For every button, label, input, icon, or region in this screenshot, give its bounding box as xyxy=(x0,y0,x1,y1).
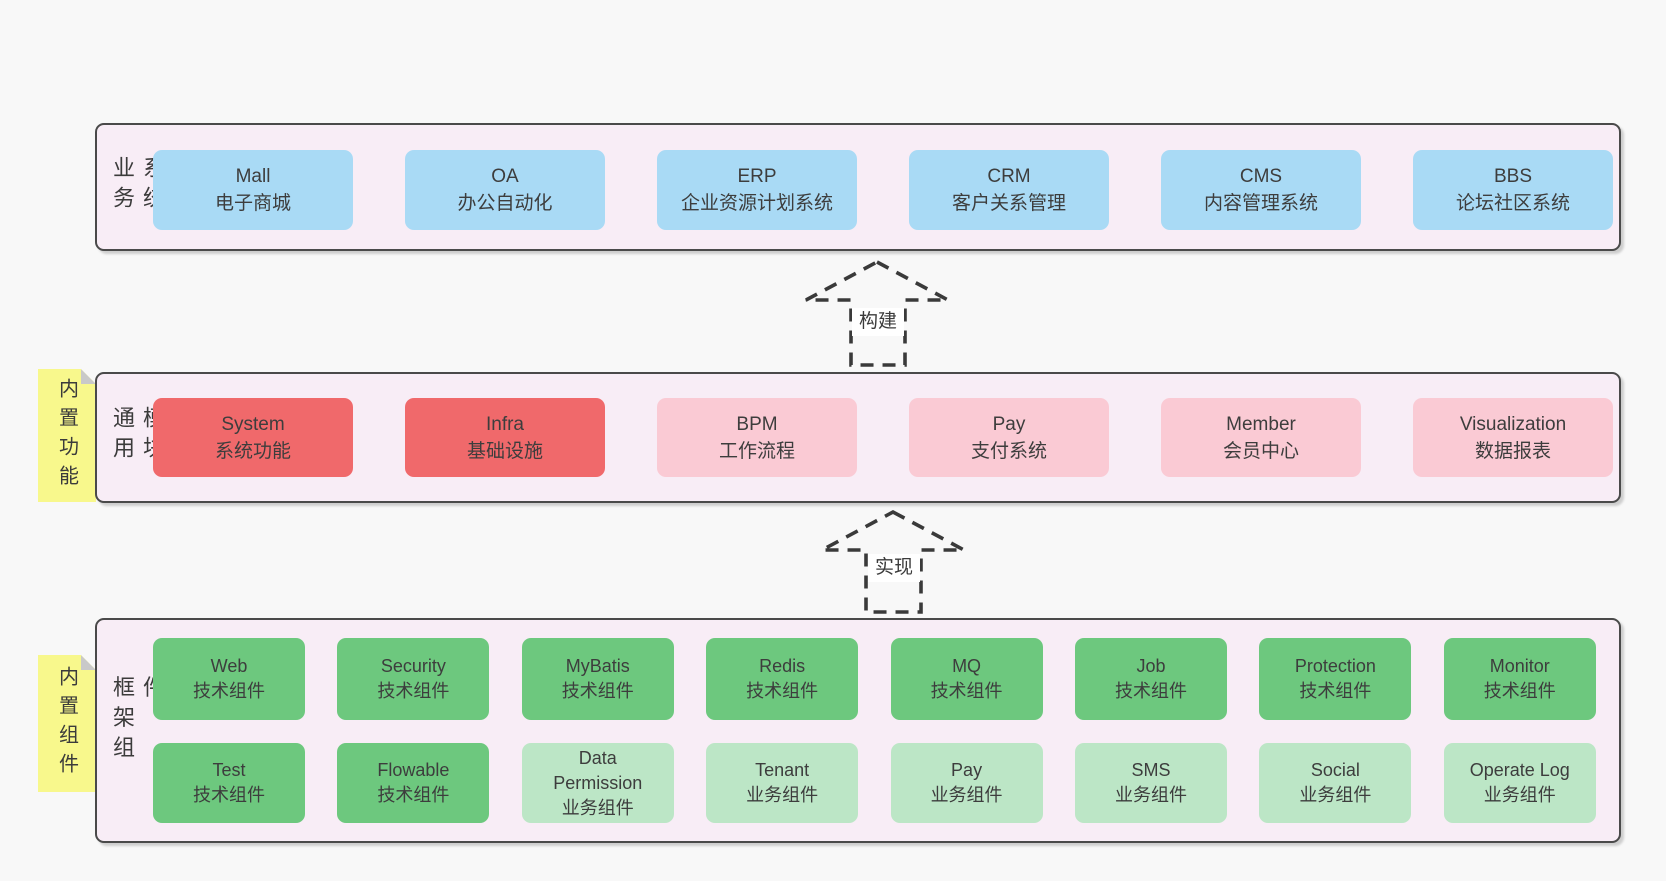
box-infra: Infra 基础设施 xyxy=(405,398,605,477)
framework-components-layer: 框架组件 Web 技术组件 Security 技术组件 MyBatis 技术组件… xyxy=(95,618,1621,843)
box-subtitle: 技术组件 xyxy=(930,681,1003,701)
box-oa: OA 办公自动化 xyxy=(405,150,605,230)
box-title: Pay xyxy=(992,413,1026,435)
box-title: ERP xyxy=(737,166,777,187)
box-subtitle: 论坛社区系统 xyxy=(1455,193,1570,214)
box-title: Operate Log xyxy=(1469,760,1570,780)
box-subtitle: 工作流程 xyxy=(718,440,795,462)
box-pay: Pay 支付系统 xyxy=(909,398,1109,477)
box-title: BBS xyxy=(1493,166,1533,187)
box-test: Test 技术组件 xyxy=(153,743,305,823)
box-title: SMS xyxy=(1131,760,1171,780)
box-subtitle: 业务组件 xyxy=(1299,785,1372,805)
box-monitor: Monitor 技术组件 xyxy=(1443,638,1596,720)
box-bpm: BPM 工作流程 xyxy=(657,398,857,477)
box-job: Job 技术组件 xyxy=(1074,638,1227,720)
implement-arrow-label: 实现 xyxy=(868,554,920,582)
box-web: Web 技术组件 xyxy=(153,638,305,720)
box-title: System xyxy=(221,413,285,435)
box-redis: Redis 技术组件 xyxy=(706,638,859,720)
box-title: Flowable xyxy=(377,760,450,780)
common-modules-layer: 通用模块 System 系统功能 Infra 基础设施 BPM 工作流程 Pay… xyxy=(95,372,1621,503)
builtin-components-note: 内置组件 xyxy=(38,655,96,792)
box-member: Member 会员中心 xyxy=(1161,398,1361,477)
folded-corner-icon xyxy=(81,369,96,384)
box-subtitle: 企业资源计划系统 xyxy=(680,193,833,214)
box-subtitle: 内容管理系统 xyxy=(1203,193,1318,214)
box-erp: ERP 企业资源计划系统 xyxy=(657,150,857,230)
box-subtitle: 客户关系管理 xyxy=(951,193,1066,214)
box-subtitle: 业务组件 xyxy=(561,797,634,818)
box-title: OA xyxy=(491,166,519,187)
box-title: Social xyxy=(1310,760,1360,780)
box-subtitle: 技术组件 xyxy=(377,785,450,805)
box-subtitle: 会员中心 xyxy=(1222,440,1299,462)
box-subtitle: 技术组件 xyxy=(193,785,265,805)
box-title: Monitor xyxy=(1489,656,1550,676)
box-protection: Protection 技术组件 xyxy=(1259,638,1412,720)
box-title: Infra xyxy=(485,413,525,435)
box-subtitle: 数据报表 xyxy=(1474,440,1551,462)
box-bbs: BBS 论坛社区系统 xyxy=(1413,150,1613,230)
business-systems-layer: 业务系统 Mall 电子商城 OA 办公自动化 ERP 企业资源计划系统 CRM… xyxy=(95,123,1621,251)
box-title: Protection xyxy=(1294,656,1376,676)
box-mq: MQ 技术组件 xyxy=(890,638,1043,720)
box-subtitle: 业务组件 xyxy=(930,785,1003,805)
box-mybatis: MyBatis 技术组件 xyxy=(521,638,674,720)
box-subtitle: 技术组件 xyxy=(193,681,265,701)
box-title: Member xyxy=(1226,413,1296,435)
box-social: Social 业务组件 xyxy=(1259,743,1412,823)
box-title: Redis xyxy=(759,656,806,676)
box-system: System 系统功能 xyxy=(153,398,353,477)
box-subtitle: 电子商城 xyxy=(214,193,291,214)
box-sms: SMS 业务组件 xyxy=(1074,743,1227,823)
box-subtitle: 技术组件 xyxy=(377,681,450,701)
box-subtitle: 业务组件 xyxy=(746,785,819,805)
box-subtitle: 技术组件 xyxy=(746,681,819,701)
box-flowable: Flowable 技术组件 xyxy=(337,743,490,823)
box-title: Security xyxy=(380,656,446,676)
box-subtitle: 支付系统 xyxy=(970,440,1047,462)
box-title: Mall xyxy=(235,166,271,187)
box-title: Visualization xyxy=(1459,413,1567,435)
box-visualization: Visualization 数据报表 xyxy=(1413,398,1613,477)
box-subtitle: 基础设施 xyxy=(466,440,543,462)
box-pay-component: Pay 业务组件 xyxy=(890,743,1043,823)
builtin-functions-note: 内置功能 xyxy=(38,369,96,502)
box-title: Web xyxy=(210,656,248,676)
box-cms: CMS 内容管理系统 xyxy=(1161,150,1361,230)
box-data-permission: Data Permission 业务组件 xyxy=(521,743,674,823)
box-mall: Mall 电子商城 xyxy=(153,150,353,230)
build-arrow-label: 构建 xyxy=(852,308,904,336)
box-operate-log: Operate Log 业务组件 xyxy=(1443,743,1596,823)
box-title: CRM xyxy=(987,166,1031,187)
box-subtitle: 技术组件 xyxy=(1299,681,1372,701)
box-subtitle: 办公自动化 xyxy=(457,193,553,214)
box-subtitle: 业务组件 xyxy=(1114,785,1187,805)
box-title: MyBatis xyxy=(565,656,630,676)
note-label: 内置功能 xyxy=(55,377,78,494)
box-subtitle: 业务组件 xyxy=(1483,785,1556,805)
box-title: CMS xyxy=(1239,166,1283,187)
box-title: Tenant xyxy=(755,760,810,780)
implement-arrow-icon xyxy=(821,509,965,614)
box-subtitle: 技术组件 xyxy=(561,681,634,701)
box-subtitle: 技术组件 xyxy=(1483,681,1556,701)
box-title: BPM xyxy=(736,413,778,435)
folded-corner-icon xyxy=(81,655,96,670)
note-label: 内置组件 xyxy=(55,665,78,782)
box-subtitle: 系统功能 xyxy=(214,440,291,462)
box-title: Data Permission xyxy=(553,747,643,793)
box-title: Pay xyxy=(951,760,983,780)
box-subtitle: 技术组件 xyxy=(1114,681,1187,701)
box-title: MQ xyxy=(952,656,982,676)
box-tenant: Tenant 业务组件 xyxy=(706,743,859,823)
box-title: Test xyxy=(212,760,246,780)
box-security: Security 技术组件 xyxy=(337,638,490,720)
box-title: Job xyxy=(1136,656,1166,676)
box-crm: CRM 客户关系管理 xyxy=(909,150,1109,230)
